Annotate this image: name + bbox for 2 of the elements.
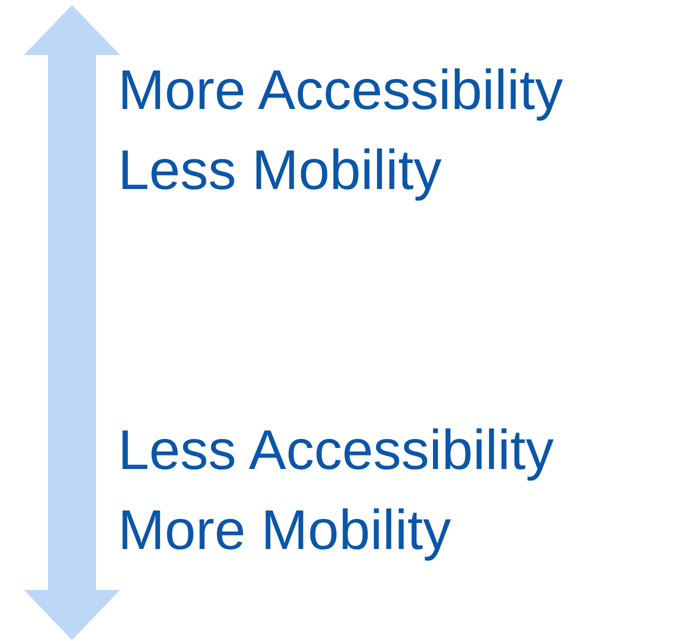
axis-label: More Accessibility Less Mobility (118, 57, 564, 203)
axis-label: Less Accessibility More Mobility (118, 417, 555, 563)
